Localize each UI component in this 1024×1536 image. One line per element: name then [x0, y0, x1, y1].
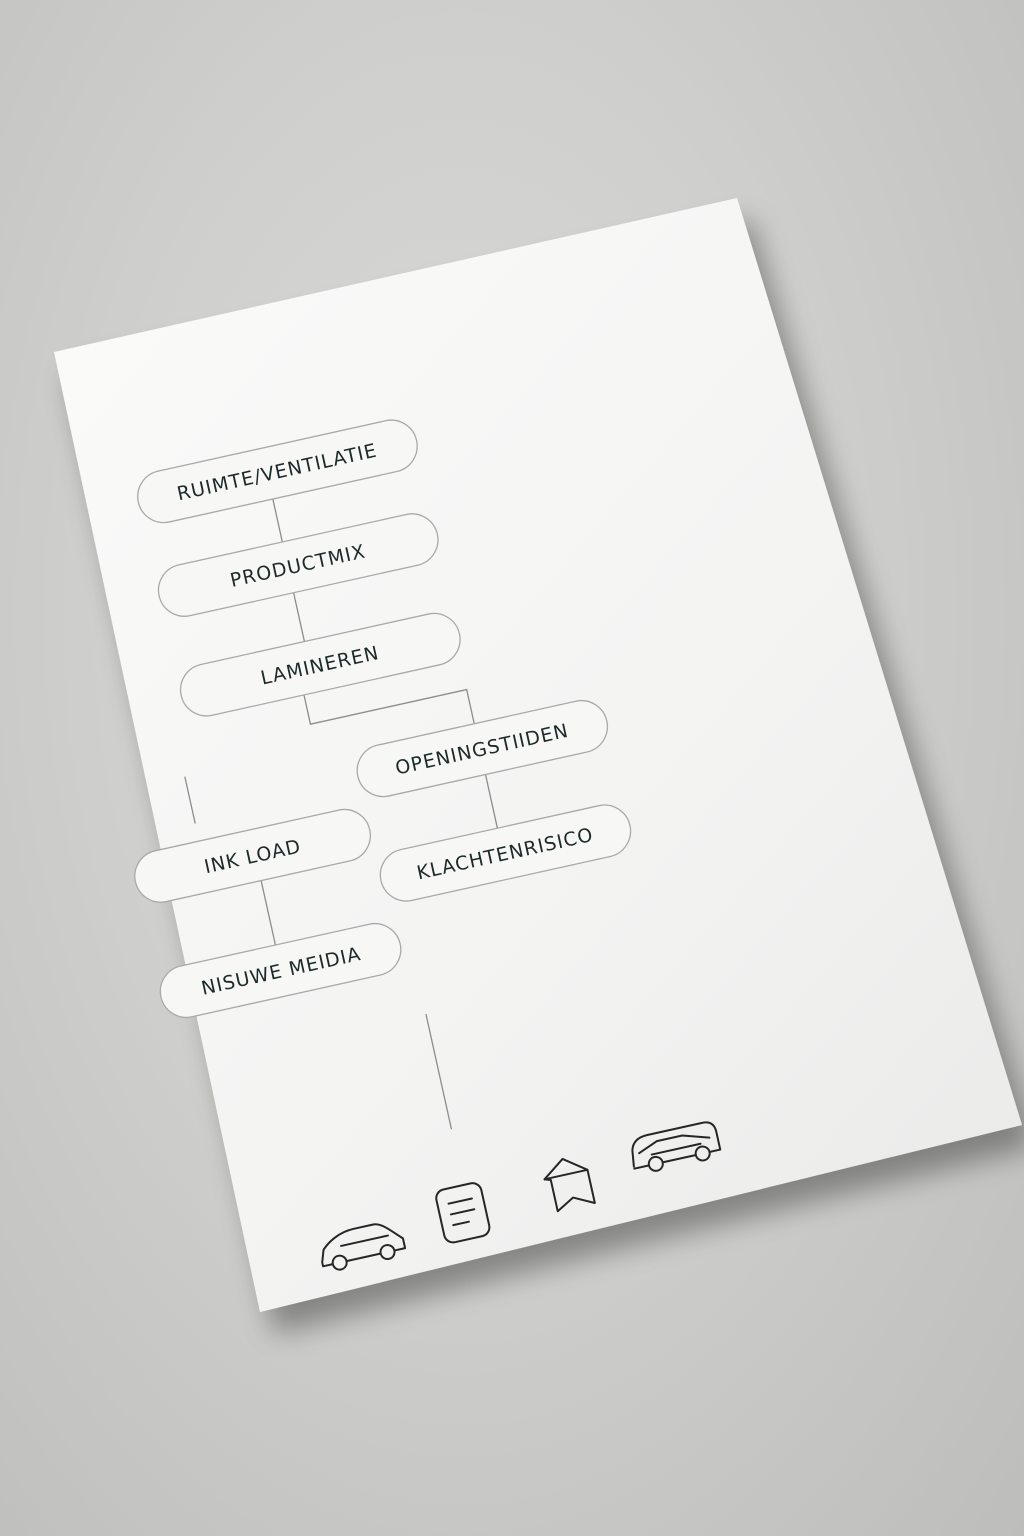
- connector-stub-center: [425, 1013, 453, 1130]
- document-icon: [435, 1182, 491, 1244]
- edge-lamineren-openingstijden: [303, 688, 475, 725]
- car-icon: [321, 1223, 407, 1271]
- edge-ruimte-productmix: [272, 498, 283, 543]
- connectors: [184, 498, 499, 1130]
- edge-productmix-lamineren: [292, 592, 306, 642]
- edge-inkload-nieuwe-media: [260, 880, 277, 946]
- node-inkload: INK LOAD: [134, 808, 372, 903]
- node-lamineren: LAMINEREN: [179, 612, 461, 717]
- node-productmix: PRODUCTMIX: [157, 513, 439, 617]
- connector-stub-left: [184, 776, 196, 824]
- icon-row: [321, 1121, 722, 1271]
- van-icon: [631, 1121, 722, 1172]
- edge-openingstijden-klachtenrisico: [484, 773, 499, 829]
- house-icon: [543, 1157, 596, 1213]
